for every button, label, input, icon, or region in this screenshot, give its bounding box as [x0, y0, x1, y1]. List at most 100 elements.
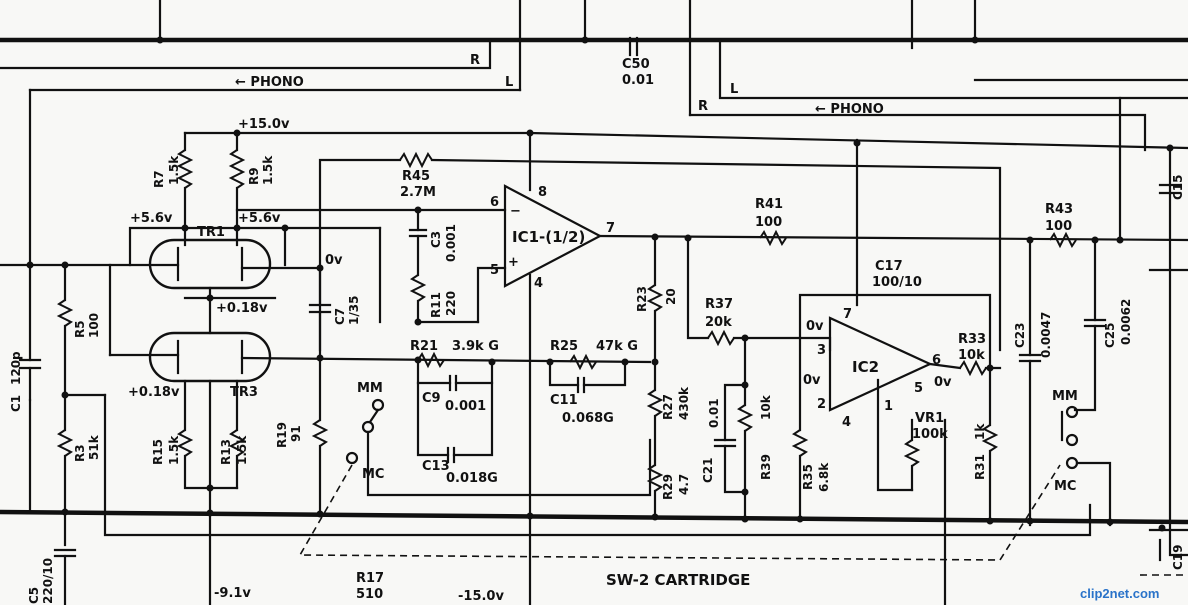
label-r37: R37 [705, 297, 733, 312]
label-r35: R35 [801, 464, 815, 490]
label-c3-value: 0.001 [444, 224, 458, 262]
label-r41-value: 100 [755, 215, 782, 230]
mc-contact-left [345, 451, 359, 465]
label-vr1: VR1 [915, 411, 944, 426]
label-r15: R15 [151, 439, 165, 465]
label-ov-c: 0v [934, 375, 952, 390]
junction-dots [26, 36, 1174, 532]
label-r13: R13 [219, 439, 233, 465]
label-v018b: +0.18v [128, 385, 180, 400]
r43-symbol [1049, 231, 1077, 249]
label-phono-left: ← PHONO [235, 75, 304, 90]
label-r11-value: 220 [444, 291, 458, 316]
r31-symbol [981, 424, 999, 452]
vr1-symbol [903, 439, 921, 467]
wire-ic2-pin1 [876, 378, 914, 492]
label-mc-left: MC [362, 467, 384, 482]
wire-r37-left [686, 238, 710, 340]
label-ic2: IC2 [852, 358, 879, 376]
label-r31: R31 [973, 454, 987, 480]
label-m15: -15.0v [458, 589, 504, 604]
label-ic1-pin7: 7 [606, 221, 615, 236]
mm-contact-right [1065, 405, 1079, 419]
r21-symbol [417, 351, 445, 369]
label-v56a: +5.6v [130, 211, 173, 226]
label-ic2-pin7: 7 [843, 307, 852, 322]
wire-c13-left [416, 381, 450, 457]
label-tr3: TR3 [230, 385, 258, 400]
label-ic1: IC1-(1/2) [512, 228, 585, 246]
label-r7: R7 [152, 170, 166, 188]
label-ic1-pin4: 4 [534, 276, 543, 291]
wire-right-edge [1168, 148, 1188, 557]
r45-symbol [399, 151, 433, 169]
wire-c9-right [454, 360, 494, 385]
common-contact-left [361, 420, 375, 434]
label-r39-value: 10k [759, 394, 773, 420]
wire-r-right [688, 113, 1147, 152]
wire-switch-left [366, 430, 652, 497]
label-ic1-pin8: 8 [538, 185, 547, 200]
r27-symbol [646, 389, 664, 417]
label-r3: R3 [73, 444, 87, 462]
r13-symbol [228, 429, 246, 457]
label-ic2-pin2: 2 [817, 397, 826, 412]
r5-symbol [56, 299, 74, 327]
r29-symbol [646, 464, 664, 492]
label-r17: R17 [356, 571, 384, 586]
label-c9: C9 [422, 391, 441, 406]
wire-c21-low [723, 444, 747, 494]
ic2-opamp [828, 316, 933, 412]
label-plus15: +15.0v [238, 117, 290, 132]
label-r33: R33 [958, 332, 986, 347]
label-ic2-pin5: 5 [914, 381, 923, 396]
sw2-linkage [298, 464, 1061, 561]
label-c23-value: 0.0047 [1039, 312, 1053, 358]
label-r33-value: 10k [958, 348, 985, 363]
ic1-minus: − [510, 204, 521, 219]
wire-r37-right [732, 336, 832, 352]
wire-c11-right [582, 360, 627, 387]
wire-tr3-out [240, 356, 652, 364]
label-l-right: L [730, 82, 738, 97]
label-r23: R23 [635, 286, 649, 312]
wire-c9-left [416, 358, 452, 385]
mc-contact-right [1065, 456, 1079, 470]
label-r3-value: 51k [87, 434, 101, 460]
label-r43: R43 [1045, 202, 1073, 217]
wire-c17-loop [798, 293, 992, 367]
label-c3: C3 [429, 231, 443, 248]
r19-symbol [311, 419, 329, 447]
label-c11-value: 0.068G [562, 411, 614, 426]
label-r27-value: 430k [677, 386, 691, 420]
label-ic1-pin6: 6 [490, 195, 499, 210]
r9-symbol [228, 149, 246, 189]
label-l-top: L [505, 75, 513, 90]
label-mm-right: MM [1052, 389, 1078, 404]
wire-c13-right [452, 381, 494, 457]
label-c21: C21 [701, 457, 715, 483]
label-c7: C7 [333, 308, 347, 325]
ground-bus [0, 509, 1188, 525]
wire-r45-right [430, 158, 1002, 352]
label-r11: R11 [429, 292, 443, 318]
label-r21-value: 3.9k G [452, 339, 499, 354]
label-v56b: +5.6v [238, 211, 281, 226]
label-c50-value: 0.01 [622, 73, 654, 88]
label-r-top: R [470, 53, 480, 68]
label-c15: C15 [1171, 174, 1185, 200]
label-c5-value: 220/10 [41, 558, 55, 604]
label-r25: R25 [550, 339, 578, 354]
label-r5-value: 100 [87, 313, 101, 338]
label-r29-value: 4.7 [677, 474, 691, 495]
r7-symbol [176, 149, 194, 189]
label-vr1-value: 100k [912, 427, 948, 442]
label-c21-value: 0.01 [707, 398, 721, 428]
label-r43-value: 100 [1045, 219, 1072, 234]
wire-c25-low [1073, 324, 1097, 412]
wire-ic1-pin5 [476, 266, 507, 324]
label-c5: C5 [27, 587, 41, 604]
label-c9-value: 0.001 [445, 399, 486, 414]
label-ic1-pin5: 5 [490, 263, 499, 278]
